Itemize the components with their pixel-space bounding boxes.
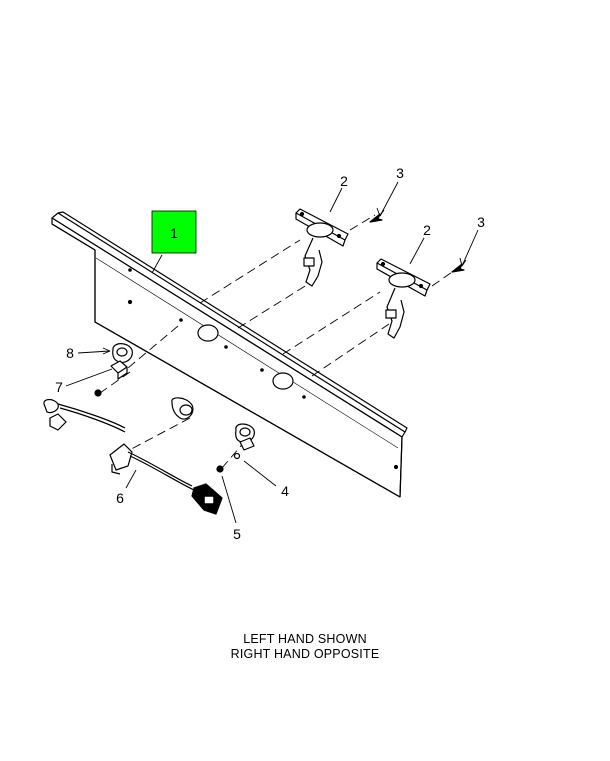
- dashed-leaders: [99, 214, 459, 469]
- clip: [110, 360, 128, 380]
- part-1-highlight-box[interactable]: [151, 210, 197, 254]
- loose-grommet: [171, 397, 194, 420]
- grommet-right: [235, 423, 255, 451]
- callout-1: 1: [170, 225, 178, 241]
- grommet: [112, 343, 133, 363]
- washer: [233, 452, 241, 460]
- caption-right-hand-opposite: RIGHT HAND OPPOSITE: [230, 647, 380, 661]
- caption-left-hand-shown: LEFT HAND SHOWN: [243, 632, 367, 646]
- callout-3-lower: 3: [477, 214, 485, 230]
- panel-assembly: [51, 211, 408, 498]
- nut-left: [94, 389, 102, 397]
- callout-3-upper: 3: [396, 165, 404, 181]
- callout-8: 8: [66, 345, 74, 361]
- screw-lower: [451, 263, 465, 273]
- callout-4: 4: [281, 483, 289, 499]
- callout-2-lower: 2: [423, 222, 431, 238]
- screw-upper: [369, 213, 383, 223]
- wiring-harness: [43, 398, 223, 515]
- callout-7: 7: [55, 379, 63, 395]
- callout-6: 6: [116, 490, 124, 506]
- marker-lamp-lower: [376, 258, 431, 339]
- callout-leaders: [65, 181, 479, 524]
- nut: [216, 465, 224, 473]
- callout-2-upper: 2: [340, 173, 348, 189]
- marker-lamp-upper: [295, 208, 349, 287]
- callout-5: 5: [233, 526, 241, 542]
